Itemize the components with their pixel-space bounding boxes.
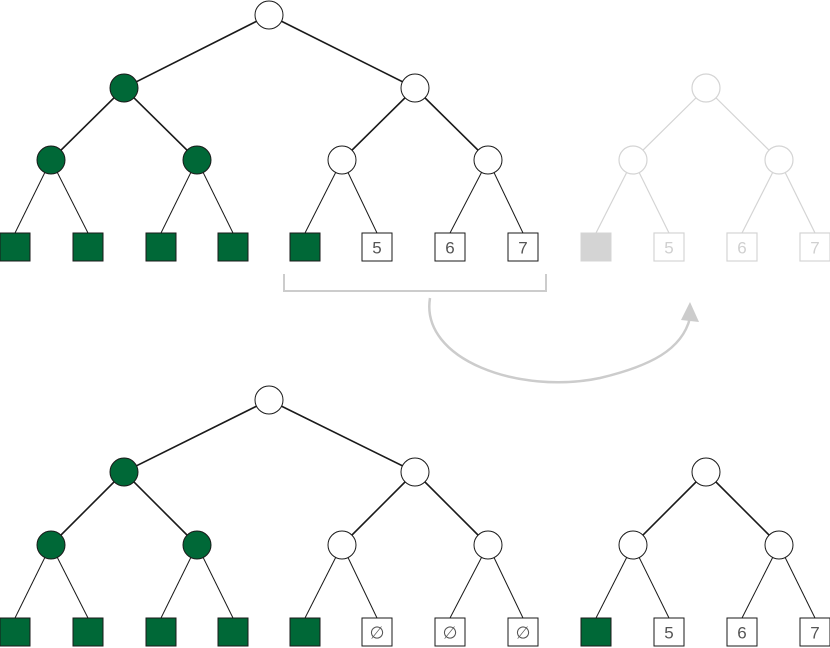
leaf-empty [507, 232, 539, 262]
top-tree: 5 6 7 [0, 0, 539, 262]
leaf-label: 7 [810, 624, 819, 643]
leaf-filled [289, 617, 321, 647]
tree-edge [632, 87, 707, 161]
tree-edge [632, 471, 707, 546]
leaf-filled [0, 232, 31, 262]
leaf-empty [726, 232, 758, 262]
leaf-empty [653, 617, 685, 647]
subtree-transfer-annotation [283, 274, 699, 384]
leaf-filled [0, 617, 31, 647]
ghost-subtree: 5 6 7 [580, 73, 830, 262]
internal-node-empty [764, 145, 794, 175]
leaf-filled [217, 617, 249, 647]
internal-node-filled [36, 145, 66, 175]
tree-edge [414, 471, 489, 546]
leaf-filled [580, 617, 612, 647]
leaf-label: 7 [518, 239, 527, 258]
internal-node-empty [400, 457, 430, 487]
tree-edge [341, 87, 416, 161]
leaf-label: ∅ [443, 624, 458, 643]
tree-edge [341, 471, 416, 546]
tree-edge [123, 399, 270, 473]
tree-edge [123, 14, 270, 89]
leaf-filled [289, 232, 321, 262]
internal-node-filled [36, 530, 66, 560]
leaf-empty [726, 617, 758, 647]
leaf-label: 5 [664, 624, 673, 643]
tree-edge [268, 14, 416, 89]
internal-node-empty [400, 73, 430, 103]
leaf-empty [653, 232, 685, 262]
internal-node-empty [764, 530, 794, 560]
leaf-label: ∅ [516, 624, 531, 643]
leaf-filled [217, 232, 249, 262]
internal-node-empty [618, 145, 648, 175]
bottom-tree: ∅ ∅ ∅ [0, 385, 539, 647]
leaf-label: 5 [664, 239, 673, 258]
tree-edge [268, 399, 416, 473]
leaf-empty [799, 232, 830, 262]
bottom-small-tree: 5 6 7 [580, 457, 830, 647]
tree-edge [414, 87, 489, 161]
leaf-filled [145, 232, 177, 262]
root-node [254, 385, 284, 415]
leaf-empty [799, 617, 830, 647]
leaf-empty [507, 617, 539, 647]
internal-node-filled [109, 73, 139, 103]
internal-node-empty [473, 530, 503, 560]
leaf-filled [72, 232, 104, 262]
leaf-label: 7 [810, 239, 819, 258]
leaf-label: 6 [445, 239, 454, 258]
leaf-label: 6 [737, 624, 746, 643]
leaf-empty [434, 617, 466, 647]
internal-node-filled [182, 530, 212, 560]
leaf-filled [72, 617, 104, 647]
tree-edge [50, 471, 125, 546]
leaf-label: ∅ [370, 624, 385, 643]
leaf-filled [580, 232, 612, 262]
internal-node-empty [618, 530, 648, 560]
leaf-empty [361, 617, 393, 647]
tree-edge [123, 471, 198, 546]
leaf-filled [145, 617, 177, 647]
leaf-label: 5 [372, 239, 381, 258]
leaf-empty [434, 232, 466, 262]
internal-node-filled [182, 145, 212, 175]
tree-edge [123, 87, 198, 161]
transfer-arrowhead [681, 302, 699, 322]
tree-edge [50, 87, 125, 161]
tree-edge [705, 471, 780, 546]
internal-node-filled [109, 457, 139, 487]
internal-node-empty [327, 530, 357, 560]
root-node [691, 73, 721, 103]
root-node [254, 0, 284, 30]
leaf-range-bracket [283, 274, 547, 292]
internal-node-empty [473, 145, 503, 175]
internal-node-empty [327, 145, 357, 175]
root-node [691, 457, 721, 487]
leaf-label: 6 [737, 239, 746, 258]
tree-edge [705, 87, 780, 161]
transfer-arrow [428, 297, 692, 384]
leaf-empty [361, 232, 393, 262]
